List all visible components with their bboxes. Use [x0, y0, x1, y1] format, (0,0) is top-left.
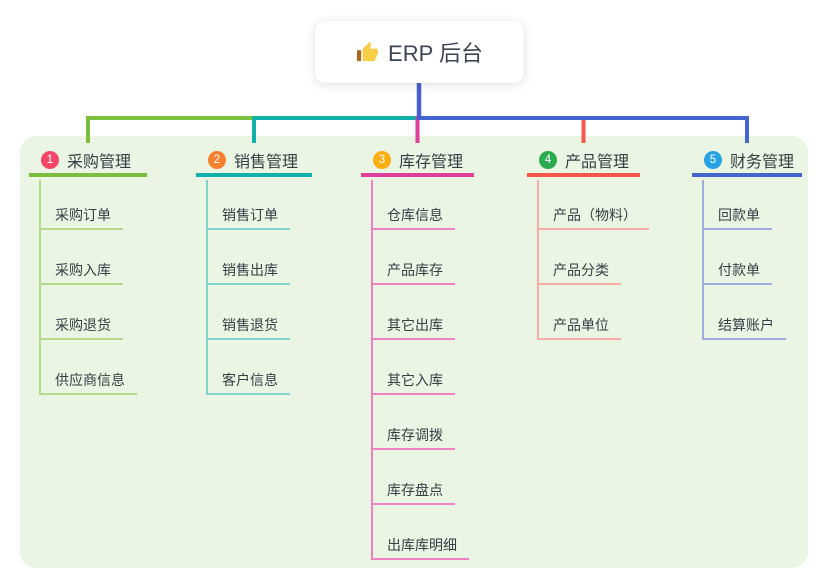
thumbs-up-icon [356, 41, 379, 61]
child-node[interactable]: 采购订单 [39, 204, 123, 230]
branch-node-3[interactable]: 3 库存管理 [361, 146, 474, 177]
child-node[interactable]: 其它出库 [371, 314, 455, 340]
child-node[interactable]: 产品（物料） [537, 204, 649, 230]
child-node[interactable]: 销售出库 [206, 259, 290, 285]
branch-node-2[interactable]: 2 销售管理 [196, 146, 312, 177]
child-node[interactable]: 结算账户 [702, 314, 786, 340]
branch-node-label: 销售管理 [234, 153, 299, 171]
child-node[interactable]: 库存调拨 [371, 424, 455, 450]
connector-branch-2 [252, 116, 419, 143]
branch-index-badge: 4 [539, 150, 557, 169]
child-node[interactable]: 产品分类 [537, 259, 621, 285]
child-node[interactable]: 供应商信息 [39, 369, 137, 395]
child-node[interactable]: 销售订单 [206, 204, 290, 230]
branch-index-badge: 2 [208, 150, 226, 169]
child-spine-line [537, 180, 539, 340]
child-node[interactable]: 销售退货 [206, 314, 290, 340]
child-node[interactable]: 付款单 [702, 259, 772, 285]
connector-branch-5 [419, 116, 749, 143]
connector-branch-3 [415, 116, 420, 143]
child-node[interactable]: 其它入库 [371, 369, 455, 395]
branch-node-label: 产品管理 [565, 153, 630, 171]
child-spine-line [702, 180, 704, 340]
child-spine-line [206, 180, 208, 395]
branch-node-4[interactable]: 4 产品管理 [527, 146, 640, 177]
branch-node-label: 库存管理 [399, 153, 464, 171]
branches-panel [20, 136, 808, 568]
child-node[interactable]: 出库库明细 [371, 534, 469, 560]
child-node[interactable]: 库存盘点 [371, 479, 455, 505]
branch-node-1[interactable]: 1 采购管理 [29, 146, 147, 177]
branch-node-5[interactable]: 5 财务管理 [692, 146, 802, 177]
child-node[interactable]: 仓库信息 [371, 204, 455, 230]
child-node[interactable]: 采购退货 [39, 314, 123, 340]
child-node[interactable]: 产品库存 [371, 259, 455, 285]
branch-node-label: 财务管理 [730, 153, 795, 171]
child-node[interactable]: 回款单 [702, 204, 772, 230]
child-spine-line [371, 180, 373, 560]
root-node[interactable]: ERP 后台 [315, 21, 524, 83]
branch-index-badge: 5 [704, 150, 722, 169]
child-spine-line [39, 180, 41, 395]
child-node[interactable]: 产品单位 [537, 314, 621, 340]
branch-node-label: 采购管理 [67, 153, 132, 171]
root-node-label: ERP 后台 [388, 41, 483, 66]
child-node[interactable]: 客户信息 [206, 369, 290, 395]
child-node[interactable]: 采购入库 [39, 259, 123, 285]
branch-index-badge: 1 [41, 150, 59, 169]
connector-branch-4 [419, 116, 586, 143]
branch-index-badge: 3 [373, 150, 391, 169]
